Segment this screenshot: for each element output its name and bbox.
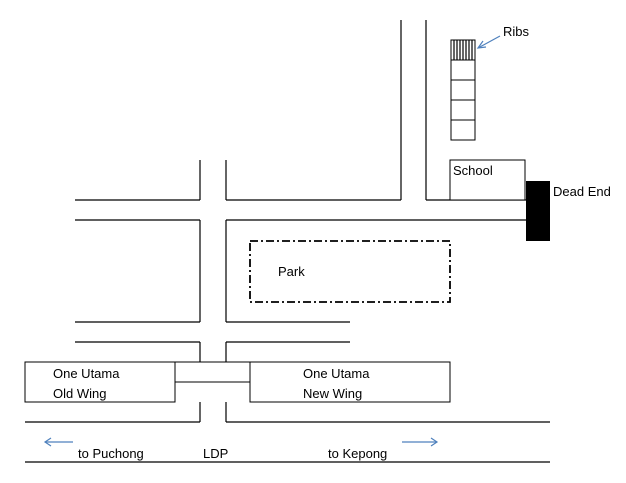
ldp-label: LDP xyxy=(203,446,228,461)
dead-end-block xyxy=(526,181,550,241)
one-utama-old-label-line1: One Utama xyxy=(53,366,120,381)
park-area xyxy=(249,240,451,303)
ribs-shop-hatching xyxy=(453,40,473,60)
mall-link-bridge xyxy=(174,361,251,383)
school-label: School xyxy=(453,163,493,178)
ribs-label: Ribs xyxy=(503,24,530,39)
school-building xyxy=(449,159,526,201)
shop-lot-5 xyxy=(450,119,476,141)
arrow-right-icon xyxy=(402,437,439,447)
to-kepong-label: to Kepong xyxy=(328,446,387,461)
shop-lot-2 xyxy=(450,59,476,81)
one-utama-new-label-line2: New Wing xyxy=(303,386,362,401)
to-puchong-label: to Puchong xyxy=(78,446,144,461)
shop-lot-4 xyxy=(450,99,476,121)
shop-lot-3 xyxy=(450,79,476,101)
one-utama-new-wing xyxy=(249,361,451,403)
one-utama-old-wing xyxy=(24,361,176,403)
one-utama-old-label-line2: Old Wing xyxy=(53,386,106,401)
park-label: Park xyxy=(278,264,305,279)
dead-end-label: Dead End xyxy=(553,184,611,199)
arrow-left-icon xyxy=(43,437,73,447)
one-utama-new-label-line1: One Utama xyxy=(303,366,370,381)
ribs-pointer-arrow-icon xyxy=(476,35,501,49)
